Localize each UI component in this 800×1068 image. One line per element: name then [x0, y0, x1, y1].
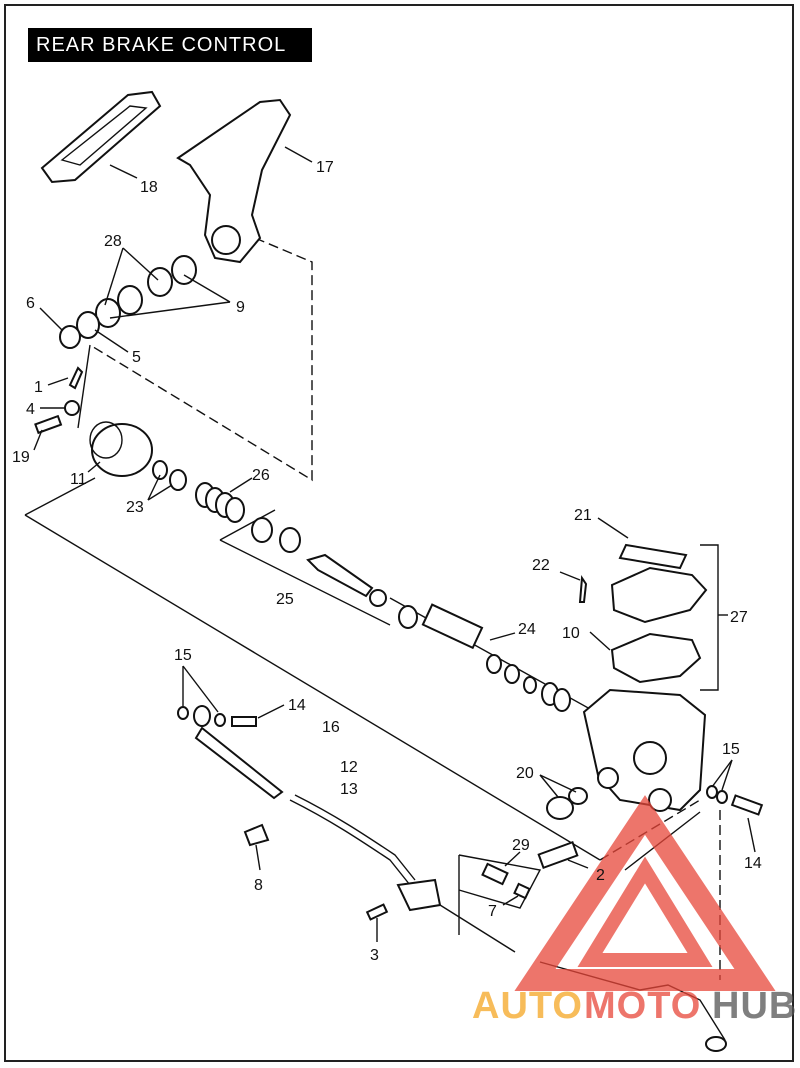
diagram-frame	[4, 4, 794, 1062]
brake-switch	[481, 862, 531, 900]
retaining-ring	[152, 460, 187, 491]
watermark-text-a: AUTO	[472, 985, 583, 1027]
callout-17: 17	[316, 159, 334, 176]
spring	[195, 482, 245, 523]
callout-8: 8	[254, 877, 263, 894]
brake-pedal	[176, 98, 292, 264]
plug	[546, 787, 588, 820]
brake-hose	[194, 726, 516, 953]
callout-18: 18	[140, 179, 158, 196]
hose-clamp	[243, 823, 270, 847]
callout-16: 16	[322, 719, 340, 736]
callout-4: 4	[26, 401, 35, 418]
reservoir-cover	[578, 543, 708, 684]
callout-25: 25	[276, 591, 294, 608]
callout-2: 2	[596, 867, 605, 884]
callout-9: 9	[236, 299, 245, 316]
callout-15-right: 15	[722, 741, 740, 758]
push-rod	[251, 517, 387, 607]
callout-5: 5	[132, 349, 141, 366]
callout-21: 21	[574, 507, 592, 524]
callout-29: 29	[512, 837, 530, 854]
callout-14-right: 14	[744, 855, 762, 872]
callout-10: 10	[562, 625, 580, 642]
callout-11: 11	[70, 471, 87, 488]
callout-26: 26	[252, 467, 270, 484]
clevis-pin-parts	[34, 366, 84, 435]
callout-1: 1	[34, 379, 43, 396]
callout-22: 22	[532, 557, 550, 574]
callout-labels: 18 17 28 6 9 5 1 4 19 11 26 23 21 22 27 …	[12, 159, 762, 964]
callout-6: 6	[26, 295, 35, 312]
callout-20: 20	[516, 765, 534, 782]
callout-3: 3	[370, 947, 379, 964]
callout-12: 12	[340, 759, 358, 776]
leader-lines	[33, 146, 756, 942]
piston-kit	[398, 603, 571, 712]
callout-13: 13	[340, 781, 358, 798]
callout-23: 23	[126, 499, 144, 516]
bolt-3	[365, 903, 389, 921]
pedal-bushings	[117, 267, 173, 315]
diagram-title: REAR BRAKE CONTROL	[28, 28, 312, 62]
callout-28: 28	[104, 233, 122, 250]
banjo-bolt	[537, 840, 579, 870]
left-fitting	[177, 705, 257, 727]
watermark-text-b: MOTO	[584, 985, 701, 1027]
callout-7: 7	[488, 903, 497, 920]
rubber-boot	[89, 421, 153, 477]
callout-19: 19	[12, 449, 30, 466]
watermark: AUTO MOTO HUB	[472, 795, 797, 1027]
callout-14-left: 14	[288, 697, 306, 714]
master-cylinder	[582, 688, 707, 812]
washer-and-nut	[59, 311, 100, 349]
callout-27: 27	[730, 609, 748, 626]
callout-15-left: 15	[174, 647, 192, 664]
right-fitting	[706, 785, 764, 816]
pedal-pad	[40, 90, 162, 184]
callout-24: 24	[518, 621, 536, 638]
o-rings	[95, 255, 197, 328]
watermark-text-c: HUB	[712, 985, 797, 1027]
